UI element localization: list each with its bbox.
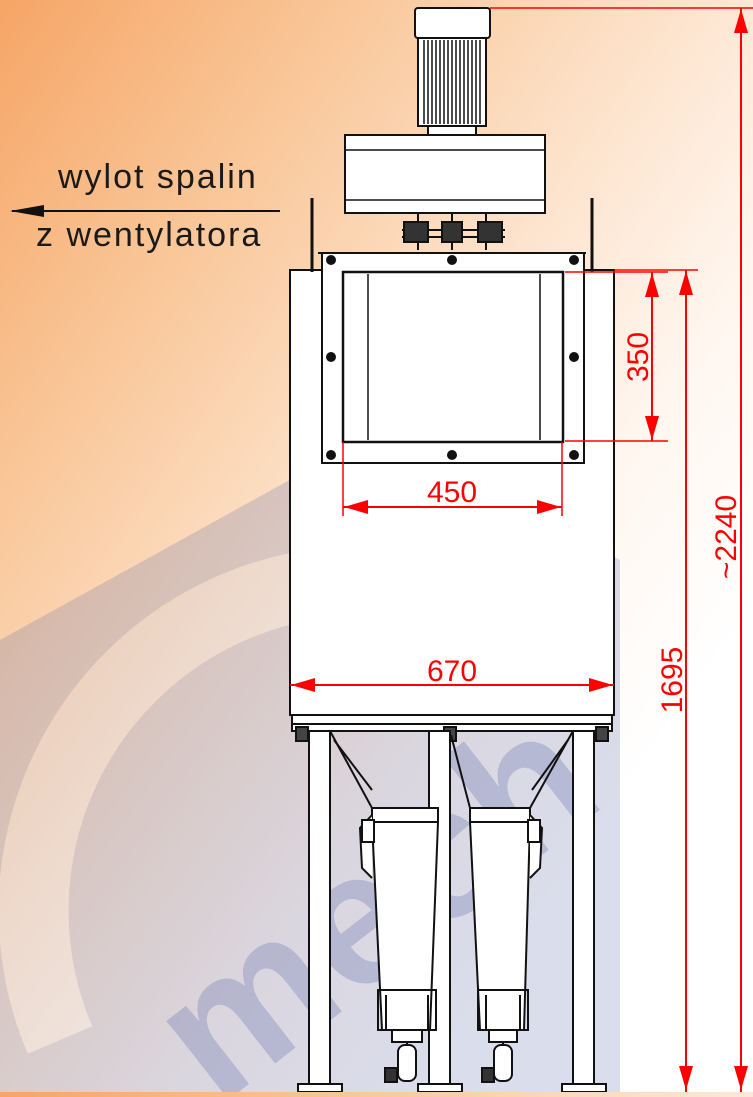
dust-bins [370, 821, 532, 1031]
collection-hopper [329, 730, 574, 823]
dim-label-1695: 1695 [656, 647, 689, 714]
fan-mounting-bolts [402, 213, 505, 250]
dimension-body-height [614, 269, 698, 1092]
bin-latches [358, 814, 544, 879]
dim-label-670: 670 [427, 655, 477, 688]
flange-bolts [326, 255, 579, 460]
dimension-outlet-width [342, 442, 563, 516]
dimension-body-width [290, 678, 614, 692]
dimension-total-height [490, 7, 753, 1092]
dim-label-350: 350 [622, 332, 655, 382]
dimension-outlet-height [565, 271, 668, 442]
dim-label-2240: ~2240 [710, 495, 743, 579]
fan-motor [414, 7, 491, 136]
bin-wheels [384, 1029, 518, 1083]
body-bottom-frame [291, 714, 613, 742]
dim-label-450: 450 [427, 476, 477, 509]
support-legs [297, 730, 607, 1093]
exhaust-label-line2: z wentylatora [36, 216, 263, 254]
exhaust-label-line1: wylot spalin [58, 158, 258, 196]
fan-housing [344, 134, 546, 214]
exhaust-arrow [10, 205, 280, 217]
outlet-flange [321, 252, 585, 464]
